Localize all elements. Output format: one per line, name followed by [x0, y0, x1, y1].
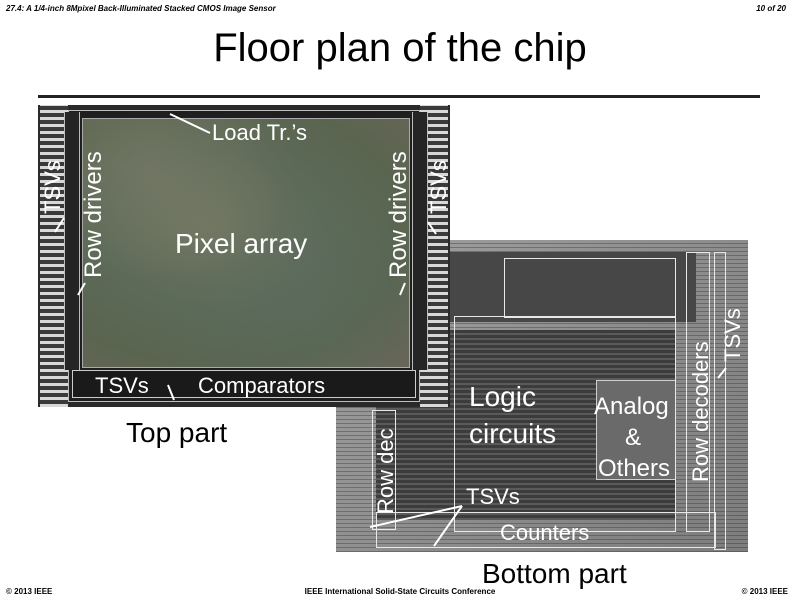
row-drivers-right-leader: [399, 282, 406, 296]
analog-region: [596, 380, 676, 480]
top-part-caption: Top part: [126, 417, 228, 448]
footer-left: © 2013 IEEE: [6, 587, 53, 596]
bottom-outline-counters: [376, 512, 716, 548]
slide-header-title: 27.4: A 1/4-inch 8Mpixel Back-Illuminate…: [6, 4, 276, 13]
bottom-outline-tsv-right: [714, 252, 726, 550]
tsvs-left-leader: [54, 217, 65, 233]
comparators-label: Comparators: [198, 373, 326, 398]
title-divider: [38, 95, 760, 98]
row-driver-left-strip: [64, 112, 80, 370]
bottom-outline-top: [504, 258, 676, 318]
pixel-array-label: Pixel array: [175, 228, 308, 259]
tsvs-right-bottom-leader: [717, 367, 727, 379]
footer-center: IEEE International Solid-State Circuits …: [304, 587, 496, 596]
bottom-outline-rowdec-left: [372, 410, 396, 530]
tsvs-bottom-top-label: TSVs: [95, 373, 149, 398]
bottom-part-caption: Bottom part: [482, 558, 627, 589]
row-drivers-left-leader: [77, 282, 86, 296]
comparators-region: [72, 370, 416, 398]
left-pad-column: [40, 105, 68, 407]
tsvs-bottom-leader-b: [433, 505, 463, 547]
counters-label: Counters: [500, 520, 590, 545]
tsvs-right-leader: [427, 221, 437, 235]
circuits-label: circuits: [469, 418, 557, 449]
tsvs-top-bottom-leader: [167, 384, 175, 401]
bottom-outline-logic: [454, 316, 676, 532]
row-driver-right-strip: [412, 112, 428, 370]
pixel-array-region: [82, 118, 410, 368]
tsvs-bottom-label: TSVs: [466, 484, 520, 509]
load-tr-leader: [169, 113, 211, 134]
footer-right: © 2013 IEEE: [741, 587, 788, 596]
load-tr-label: Load Tr.’s: [212, 120, 307, 145]
logic-label: Logic: [469, 381, 536, 412]
analog-label: Analog: [594, 393, 669, 420]
ampersand-label: &: [625, 424, 642, 451]
bottom-outline-rowdec-right: [686, 252, 710, 532]
tsvs-bottom-leader-a: [369, 505, 463, 528]
slide-title: Floor plan of the chip: [213, 26, 587, 70]
slide-page-number: 10 of 20: [756, 4, 786, 13]
others-label: Others: [598, 455, 671, 482]
